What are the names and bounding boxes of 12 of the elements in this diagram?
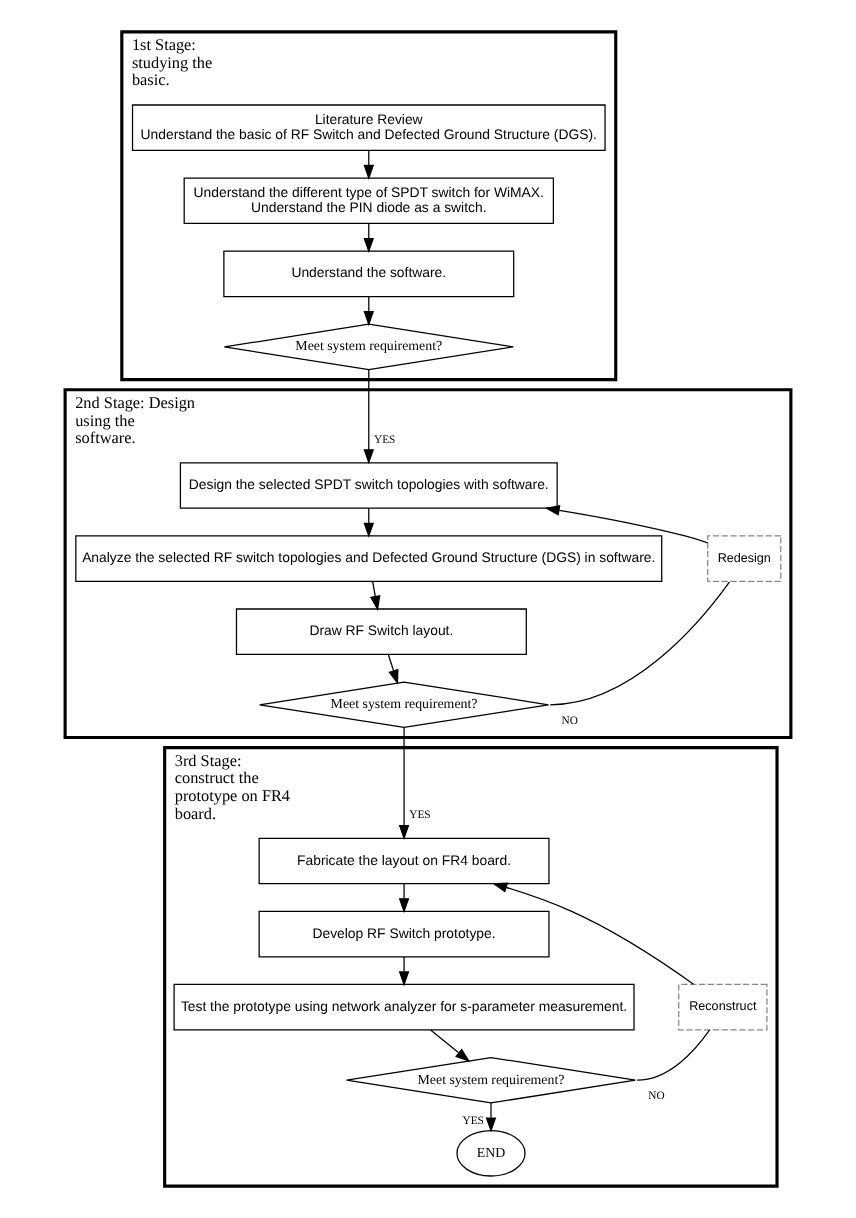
connector — [549, 581, 731, 706]
connector — [636, 1029, 711, 1081]
arrow — [370, 580, 381, 611]
arrow — [430, 1029, 471, 1063]
arrow — [492, 882, 695, 985]
arrow — [363, 369, 375, 465]
arrow — [485, 1102, 497, 1133]
arrow — [398, 727, 410, 841]
arrow — [398, 883, 410, 914]
arrow — [544, 505, 709, 544]
arrow — [398, 956, 410, 987]
arrow — [387, 653, 399, 685]
